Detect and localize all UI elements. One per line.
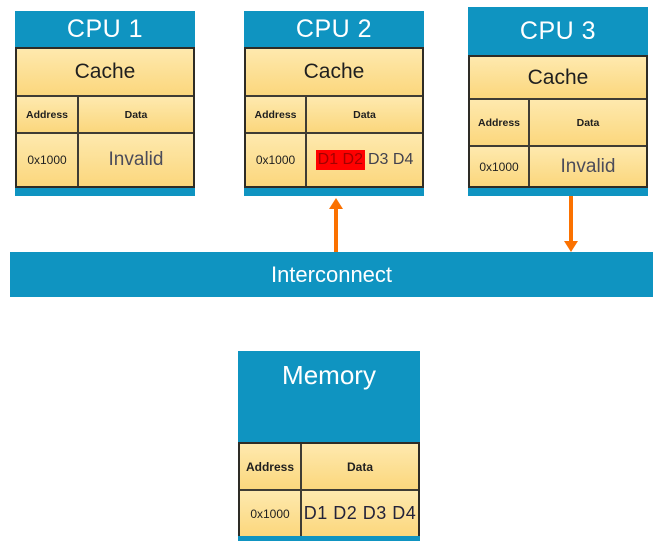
cpu2-interconnect-line — [334, 208, 338, 252]
cpu1-data-value: Invalid — [79, 134, 193, 186]
cpu2-cache-table: Cache Address Data 0x1000 D1 D2 D3 D4 — [244, 47, 424, 188]
cpu3-connector-arrowhead-down-icon — [564, 241, 578, 252]
cpu2-box: CPU 2 Cache Address Data 0x1000 D1 D2 D3… — [244, 11, 424, 196]
cpu3-cache-label: Cache — [470, 57, 646, 98]
cpu1-address-value: 0x1000 — [17, 134, 79, 186]
cpu2-cache-label: Cache — [246, 49, 422, 95]
interconnect-label: Interconnect — [270, 261, 393, 287]
cpu2-column-header-row: Address Data — [246, 95, 422, 132]
unmodified-data-text: D3 D4 — [368, 151, 414, 168]
cpu1-cache-table: Cache Address Data 0x1000 Invalid — [15, 47, 195, 188]
memory-address-value: 0x1000 — [240, 491, 302, 536]
cpu1-column-header-row: Address Data — [17, 95, 193, 132]
cpu3-data-value: Invalid — [530, 147, 646, 186]
memory-column-header-row: Address Data — [240, 444, 418, 489]
cpu1-data-header: Data — [79, 97, 193, 132]
cpu3-address-value: 0x1000 — [470, 147, 530, 186]
memory-address-header: Address — [240, 444, 302, 489]
cpu1-cache-header-row: Cache — [17, 49, 193, 95]
cpu3-cache-entry-row: 0x1000 Invalid — [470, 145, 646, 186]
cpu3-column-header-row: Address Data — [470, 98, 646, 145]
cpu2-address-value: 0x1000 — [246, 134, 307, 186]
cpu3-data-header: Data — [530, 100, 646, 145]
memory-data-value: D1 D2 D3 D4 — [302, 491, 418, 536]
cpu2-address-header: Address — [246, 97, 307, 132]
cpu3-address-header: Address — [470, 100, 530, 145]
cpu3-title: CPU 3 — [519, 16, 597, 45]
cpu3-cache-table: Cache Address Data 0x1000 Invalid — [468, 55, 648, 188]
cpu1-address-header: Address — [17, 97, 79, 132]
modified-data-highlight: D1 D2 — [315, 150, 365, 170]
memory-box: Memory Address Data 0x1000 D1 D2 D3 D4 — [238, 351, 420, 541]
memory-data-header: Data — [302, 444, 418, 489]
cpu2-data-header: Data — [307, 97, 422, 132]
cpu1-cache-label: Cache — [17, 49, 193, 95]
memory-table: Address Data 0x1000 D1 D2 D3 D4 — [238, 442, 420, 536]
cpu3-box: CPU 3 Cache Address Data 0x1000 Invalid — [468, 7, 648, 196]
interconnect-bar: Interconnect — [10, 252, 653, 297]
cpu2-title: CPU 2 — [295, 14, 373, 43]
cpu2-data-value: D1 D2 D3 D4 — [307, 134, 422, 186]
cpu3-cache-header-row: Cache — [470, 57, 646, 98]
memory-title: Memory — [282, 360, 376, 390]
cpu2-cache-entry-row: 0x1000 D1 D2 D3 D4 — [246, 132, 422, 186]
cpu1-cache-entry-row: 0x1000 Invalid — [17, 132, 193, 186]
cpu3-interconnect-line — [569, 196, 573, 242]
cpu1-title: CPU 1 — [66, 14, 144, 43]
cpu2-connector-arrowhead-up-icon — [329, 198, 343, 209]
memory-entry-row: 0x1000 D1 D2 D3 D4 — [240, 489, 418, 536]
cpu2-cache-header-row: Cache — [246, 49, 422, 95]
cpu1-box: CPU 1 Cache Address Data 0x1000 Invalid — [15, 11, 195, 196]
